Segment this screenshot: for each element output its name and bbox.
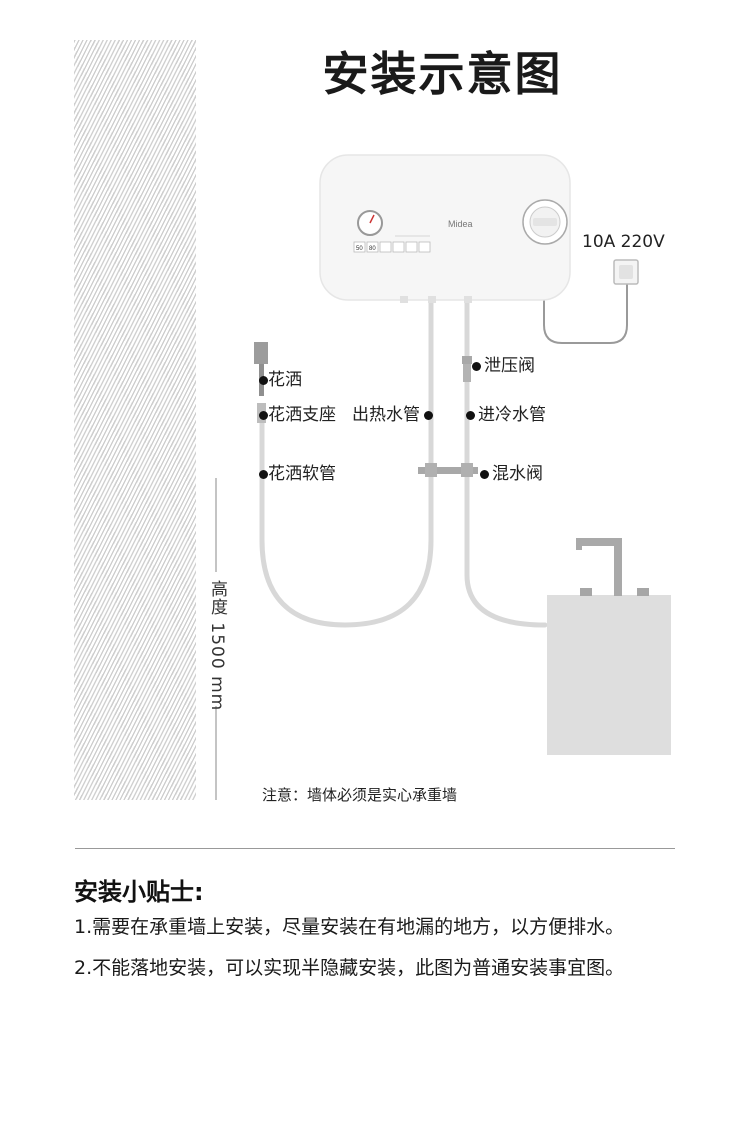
tips-title: 安装小贴士:: [74, 878, 204, 906]
brand-logo: Midea: [448, 219, 473, 229]
bullet-dot: [424, 410, 433, 420]
bullet-dot: [259, 410, 268, 420]
section-divider: [75, 848, 675, 849]
pressure-relief-valve-icon: [462, 356, 472, 382]
bullet-dot: [466, 410, 475, 420]
power-cord: [543, 282, 628, 344]
power-spec-label: 10A 220V: [582, 232, 665, 252]
bullet-dot: [259, 469, 268, 479]
label-pressure-relief-valve: 泄压阀: [472, 356, 535, 376]
hot-water-pipe: [259, 297, 434, 628]
label-mixing-valve: 混水阀: [480, 464, 543, 484]
bullet-dot: [259, 375, 268, 385]
label-shower-head: 花洒: [259, 370, 302, 390]
label-shower-bracket: 花洒支座: [259, 405, 336, 425]
display-readout-2: 80: [369, 246, 376, 252]
pipes: [259, 297, 548, 628]
water-heater-icon: [319, 154, 571, 303]
power-socket-icon: [613, 259, 639, 285]
height-label: 高度 1500 mm: [207, 580, 227, 712]
bullet-dot: [472, 361, 481, 371]
display-panel: [353, 241, 431, 253]
tip-item-1: 1.需要在承重墙上安装，尽量安装在有地漏的地方，以方便排水。: [74, 916, 625, 938]
label-hot-water-outlet: 出热水管: [352, 405, 433, 425]
display-readout-1: 50: [356, 246, 363, 252]
label-cold-water-inlet: 进冷水管: [466, 405, 546, 425]
page-title: 安装示意图: [322, 47, 563, 101]
bullet-dot: [480, 469, 489, 479]
label-shower-hose: 花洒软管: [259, 464, 336, 484]
faucet-icon: [576, 538, 622, 596]
wall-hatching: [74, 40, 196, 800]
cold-water-pipe: [464, 297, 548, 628]
tip-item-2: 2.不能落地安装，可以实现半隐藏安装，此图为普通安装事宜图。: [74, 957, 625, 979]
sink-cabinet-icon: [547, 588, 671, 755]
wall-note: 注意：墙体必须是实心承重墙: [262, 786, 458, 804]
mixing-valve-icon: [418, 463, 478, 477]
